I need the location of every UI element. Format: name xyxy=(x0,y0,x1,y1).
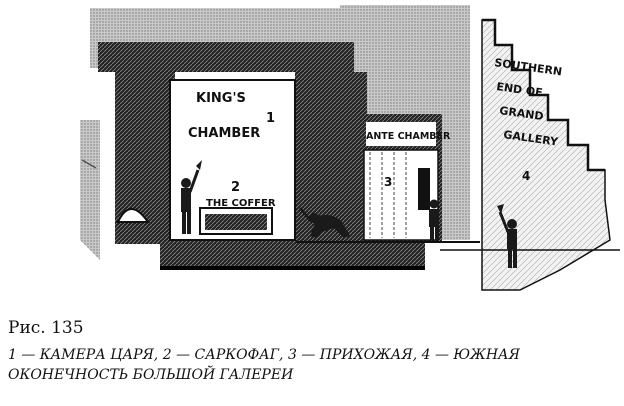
figure-caption-title: Рис. 135 xyxy=(8,318,84,338)
label-antechamber: ANTE CHAMBER xyxy=(366,131,451,142)
ante-chamber xyxy=(358,114,442,242)
label-coffer: THE COFFER xyxy=(206,198,276,209)
label-num-1: 1 xyxy=(266,111,275,126)
label-kings: KING'S xyxy=(196,91,246,106)
figure-torchbearer-left xyxy=(181,160,202,234)
figure-doorway-man xyxy=(429,199,439,240)
figure-crawling-man xyxy=(299,207,350,238)
figure-torchbearer-gallery xyxy=(497,204,517,268)
gallery-line-2: END OF xyxy=(496,80,544,99)
arch-opening xyxy=(116,208,150,223)
label-num-3: 3 xyxy=(384,175,392,189)
figure-caption-text: 1 — КАМЕРА ЦАРЯ, 2 — САРКОФАГ, 3 — ПРИХО… xyxy=(8,347,520,383)
label-num-4: 4 xyxy=(522,169,530,183)
label-chamber: CHAMBER xyxy=(188,126,260,141)
label-num-2: 2 xyxy=(231,180,240,195)
pyramid-section-illustration: KING'S CHAMBER 1 2 THE COFFER ANTE CHAMB… xyxy=(80,5,620,291)
coffer xyxy=(199,207,273,235)
gallery-line-3: GRAND xyxy=(499,104,545,123)
floor-lines xyxy=(296,241,620,251)
